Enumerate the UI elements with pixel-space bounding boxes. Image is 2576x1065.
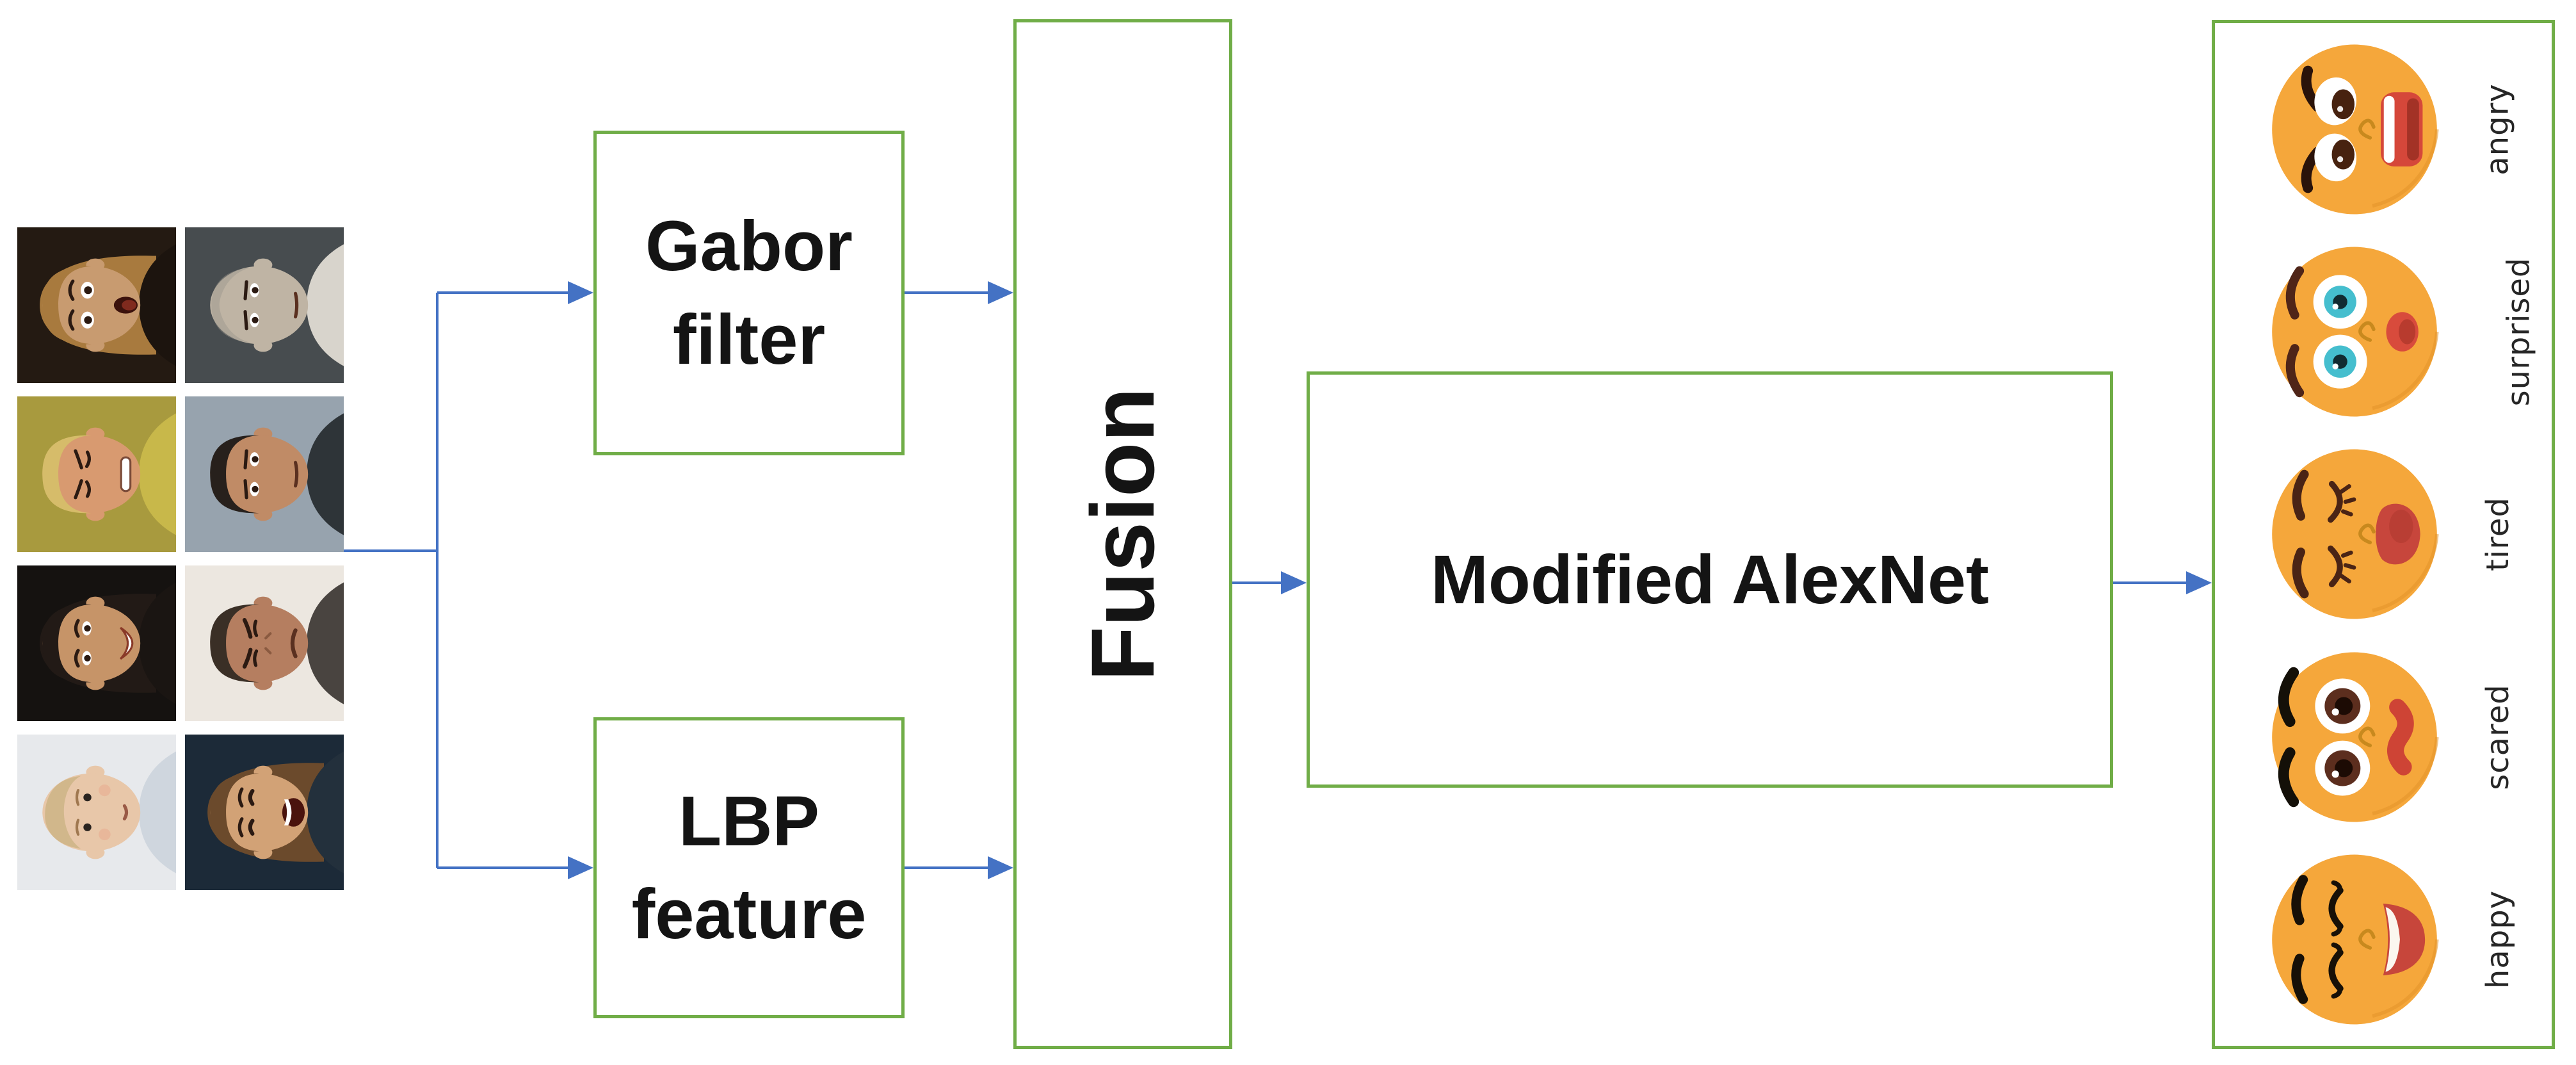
input-face-grid: [17, 227, 344, 890]
emotion-row-happy: happy: [2215, 843, 2552, 1036]
fusion-label: Fusion: [1072, 387, 1173, 681]
gabor-filter-box: Gabor filter: [593, 131, 905, 455]
emotion-label: surprised: [2500, 257, 2537, 407]
scared-emoji-icon: [2265, 647, 2444, 827]
face-photo: [17, 227, 176, 383]
lbp-feature-box: LBP feature: [593, 717, 905, 1018]
emotion-label: tired: [2480, 497, 2516, 572]
tired-emoji-icon: [2265, 444, 2444, 624]
lbp-feature-label: LBP feature: [631, 781, 867, 954]
face-photo: [185, 227, 344, 383]
fusion-box: Fusion: [1013, 19, 1232, 1049]
happy-emoji-icon: [2265, 850, 2444, 1029]
face-photo: [185, 396, 344, 552]
face-photo: [17, 565, 176, 721]
face-photo: [185, 735, 344, 890]
emotion-row-tired: tired: [2215, 438, 2552, 630]
face-photo: [17, 735, 176, 890]
emotion-row-scared: scared: [2215, 641, 2552, 833]
modified-alexnet-box: Modified AlexNet: [1307, 371, 2113, 788]
emotion-label: scared: [2480, 683, 2516, 790]
face-photo: [185, 565, 344, 721]
emotion-output-panel: angry surprised tired: [2212, 20, 2555, 1049]
modified-alexnet-label: Modified AlexNet: [1430, 540, 1990, 618]
emotion-label: angry: [2479, 83, 2516, 175]
face-photo: [17, 396, 176, 552]
angry-emoji-icon: [2265, 40, 2444, 219]
gabor-filter-label: Gabor filter: [645, 207, 853, 379]
emotion-label: happy: [2480, 890, 2516, 989]
emotion-row-surprised: surprised: [2215, 236, 2552, 428]
emotion-row-angry: angry: [2215, 33, 2552, 225]
surprised-emoji-icon: [2265, 242, 2444, 421]
